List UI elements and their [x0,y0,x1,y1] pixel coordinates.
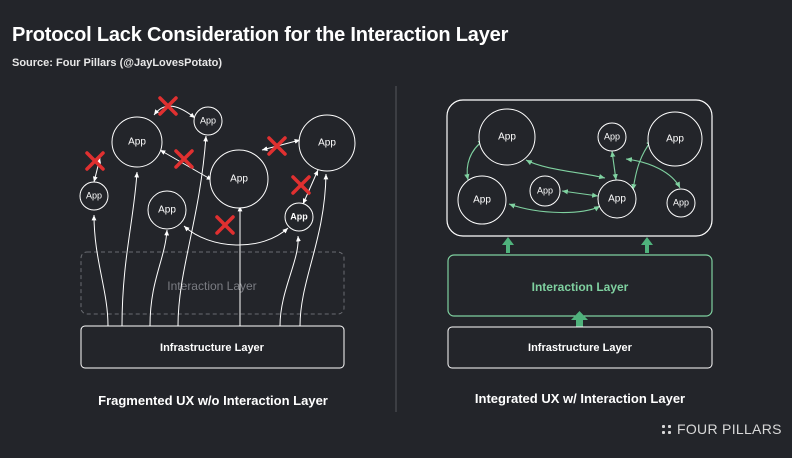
app-node [284,202,314,232]
left-crosses [85,96,311,235]
app-link [302,169,319,205]
app-node [647,111,703,167]
app-node [298,114,356,172]
app-link [525,159,606,180]
right-infrastructure-box [447,326,713,369]
app-node-label: App [473,195,491,206]
right-panel: App App App App App App App Intera [446,99,713,369]
app-node [597,122,627,152]
app-node [666,188,696,218]
app-node-label: App [604,131,620,141]
green-up-arrow-icon [502,237,514,253]
app-node-label: App [537,185,553,195]
app-node-label: App [230,174,248,185]
app-link [610,150,618,181]
left-interaction-layer-label: Interaction Layer [167,279,256,293]
app-node-label: App [498,132,516,143]
cross-mark-icon [215,215,235,235]
green-up-arrow-icon [641,237,653,253]
page-title: Protocol Lack Consideration for the Inte… [12,24,509,46]
brand-logo: FOUR PILLARS [662,421,782,437]
up-arrow [121,171,140,327]
left-panel: Interaction Layer Infrastructure Layer [79,96,356,369]
cross-mark-icon [267,136,287,156]
left-apps: App App App App App App App [79,106,356,232]
app-node-label: App [673,197,689,207]
cross-mark-icon [291,175,311,195]
app-node [597,179,637,219]
app-node-label: App [290,211,308,221]
app-node [147,190,187,230]
app-node [209,149,269,209]
cross-mark-icon [158,96,178,116]
app-node [478,108,536,166]
app-link [508,203,601,214]
left-app-links [92,105,319,246]
green-big-arrow-icon [571,311,588,327]
app-link [153,105,196,119]
up-arrow [177,135,209,327]
four-pillars-logo-icon [662,425,672,435]
right-small-arrows [502,237,653,253]
right-infrastructure-label: Infrastructure Layer [528,342,633,354]
right-app-container [446,99,713,237]
app-node-label: App [158,205,176,216]
app-node-label: App [318,138,336,149]
right-caption: Integrated UX w/ Interaction Layer [474,391,686,406]
cross-mark-icon [174,149,194,169]
app-link [261,139,301,151]
up-arrow [279,235,301,327]
up-arrow [149,229,170,327]
app-node-label: App [128,137,146,148]
left-interaction-layer-box [80,251,345,315]
app-link [92,157,102,183]
app-node [529,175,561,207]
app-node-label: App [86,190,102,200]
page-subtitle: Source: Four Pillars (@JayLovesPotato) [12,57,222,69]
right-interaction-layer-label: Interaction Layer [532,280,629,294]
cross-mark-icon [85,151,105,171]
left-infrastructure-box [80,325,345,369]
up-arrow [91,214,109,327]
app-node-label: App [608,194,626,205]
app-node-label: App [200,115,216,125]
app-link [561,189,599,198]
up-arrow [299,173,329,327]
app-link [183,225,289,246]
app-link [625,157,681,189]
left-caption: Fragmented UX w/o Interaction Layer [98,393,328,408]
app-node [79,181,109,211]
app-node [193,106,223,136]
app-node [111,116,163,168]
right-apps: App App App App App App App [457,108,703,225]
app-link [159,149,213,181]
app-node [457,175,507,225]
brand-name: FOUR PILLARS [677,421,782,437]
app-node-label: App [666,134,684,145]
left-infrastructure-label: Infrastructure Layer [160,342,265,354]
